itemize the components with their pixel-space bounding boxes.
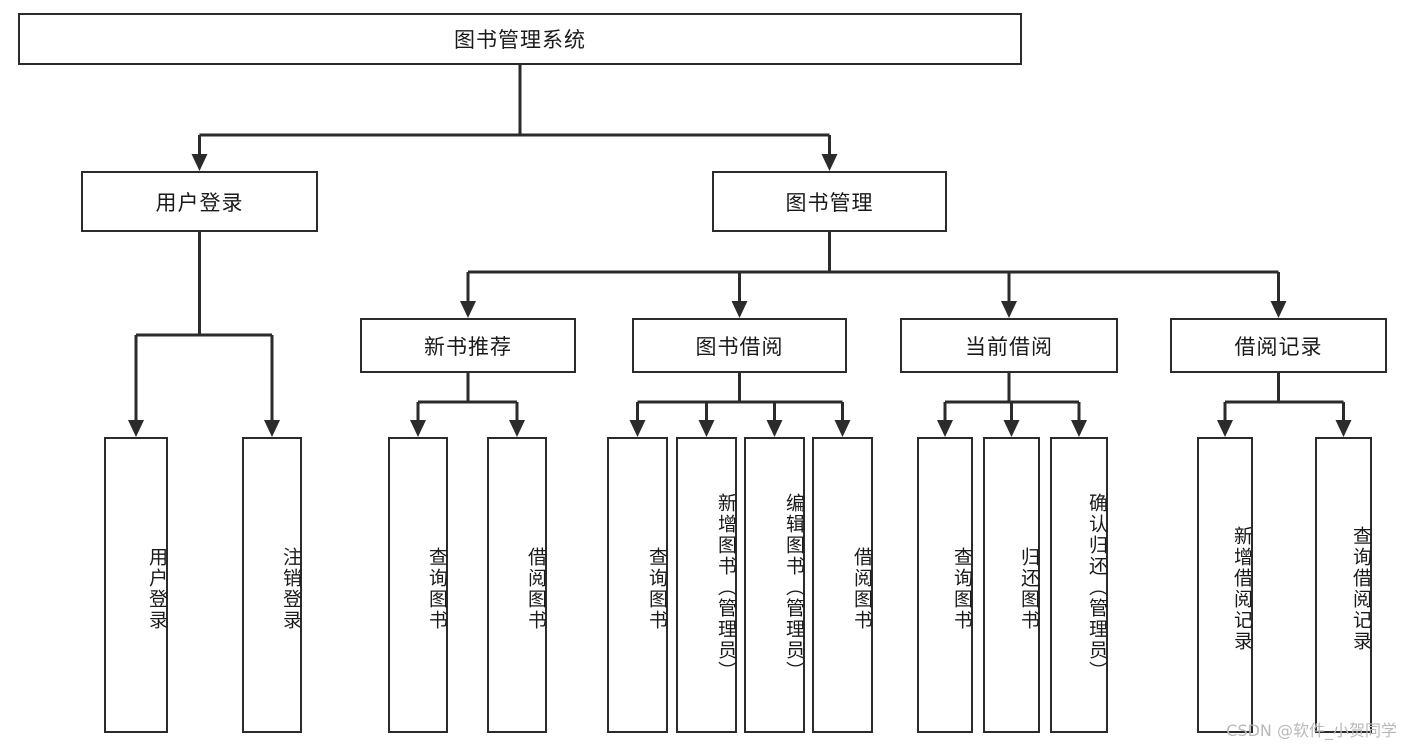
node-label-root: 图书管理系统 — [454, 28, 586, 52]
node-label-user-login: 用户登录 — [155, 190, 244, 215]
arrowhead-icon — [1217, 420, 1233, 437]
node-new-book-recommend[interactable]: 新书推荐 — [360, 318, 576, 373]
node-leaf-add-record[interactable]: 新增借阅记录 — [1197, 437, 1253, 733]
arrowhead-icon — [629, 420, 646, 437]
arrowhead-icon — [128, 420, 144, 437]
node-label-borrow-record: 借阅记录 — [1234, 334, 1323, 359]
arrowhead-icon — [698, 420, 715, 437]
node-book-borrow[interactable]: 图书借阅 — [632, 318, 847, 373]
node-label-leaf-add-book: 新增图书（管理员） — [715, 492, 737, 682]
arrowhead-icon — [731, 301, 748, 318]
node-user-login[interactable]: 用户登录 — [81, 171, 318, 232]
node-label-leaf-return-book: 归还图书 — [1018, 547, 1040, 631]
node-label-leaf-borrow-book-new: 借阅图书 — [525, 547, 547, 631]
node-label-book-manage: 图书管理 — [785, 190, 874, 215]
node-book-manage[interactable]: 图书管理 — [712, 171, 947, 232]
node-root[interactable]: 图书管理系统 — [18, 13, 1022, 65]
node-label-leaf-borrow-book: 借阅图书 — [851, 547, 873, 631]
arrowhead-icon — [410, 420, 426, 437]
node-leaf-borrow-book-new[interactable]: 借阅图书 — [487, 437, 547, 733]
node-label-leaf-logout: 注销登录 — [280, 547, 302, 631]
arrowhead-icon — [1003, 420, 1020, 437]
node-label-leaf-edit-book: 编辑图书（管理员） — [783, 492, 805, 682]
node-label-leaf-query-book-new: 查询图书 — [426, 547, 448, 631]
arrowhead-icon — [1335, 420, 1352, 437]
arrowhead-icon — [1071, 420, 1087, 437]
arrowhead-icon — [460, 301, 476, 318]
node-label-leaf-user-login: 用户登录 — [146, 547, 168, 631]
node-leaf-query-book-current[interactable]: 查询图书 — [917, 437, 973, 733]
node-label-new-book-recommend: 新书推荐 — [424, 334, 512, 359]
arrowhead-icon — [821, 154, 838, 171]
node-label-leaf-query-book-current: 查询图书 — [951, 547, 973, 631]
watermark-label: CSDN @软件_小贺同学 — [1226, 721, 1397, 740]
arrowhead-icon — [264, 420, 280, 437]
node-current-borrow[interactable]: 当前借阅 — [900, 318, 1118, 373]
node-label-leaf-query-record: 查询借阅记录 — [1350, 526, 1372, 652]
node-label-leaf-add-record: 新增借阅记录 — [1231, 526, 1253, 652]
node-label-current-borrow: 当前借阅 — [965, 334, 1053, 359]
arrowhead-icon — [191, 154, 208, 171]
node-label-leaf-query-book-borrow: 查询图书 — [646, 547, 668, 631]
node-leaf-add-book[interactable]: 新增图书（管理员） — [676, 437, 737, 733]
node-leaf-return-book[interactable]: 归还图书 — [983, 437, 1040, 733]
node-label-leaf-confirm-return: 确认归还（管理员） — [1086, 492, 1108, 682]
node-leaf-query-book-new[interactable]: 查询图书 — [388, 437, 448, 733]
arrowhead-icon — [937, 420, 953, 437]
node-leaf-query-record[interactable]: 查询借阅记录 — [1315, 437, 1372, 733]
node-leaf-logout[interactable]: 注销登录 — [242, 437, 302, 733]
node-label-book-borrow: 图书借阅 — [695, 334, 784, 359]
arrowhead-icon — [1001, 301, 1017, 318]
node-leaf-borrow-book[interactable]: 借阅图书 — [812, 437, 873, 733]
arrowhead-icon — [766, 420, 783, 437]
node-leaf-user-login[interactable]: 用户登录 — [104, 437, 168, 733]
arrowhead-icon — [1270, 301, 1287, 318]
node-leaf-query-book-borrow[interactable]: 查询图书 — [607, 437, 668, 733]
arrowhead-icon — [834, 420, 851, 437]
node-leaf-edit-book[interactable]: 编辑图书（管理员） — [744, 437, 805, 733]
node-borrow-record[interactable]: 借阅记录 — [1170, 318, 1387, 373]
arrowhead-icon — [509, 420, 525, 437]
node-leaf-confirm-return[interactable]: 确认归还（管理员） — [1050, 437, 1108, 733]
